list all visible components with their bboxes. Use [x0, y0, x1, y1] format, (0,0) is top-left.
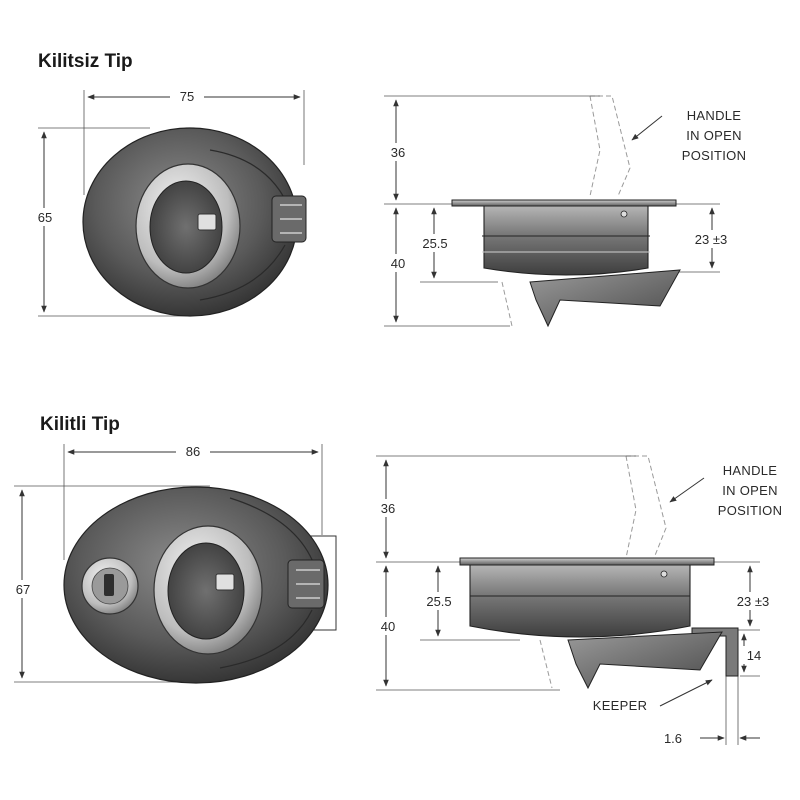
height-value: 65: [38, 210, 52, 225]
locked-open-height-value: 36: [381, 501, 395, 516]
open-note-line3: POSITION: [682, 148, 747, 163]
handle-cup: [149, 180, 223, 274]
keeper-height-value: 14: [747, 648, 761, 663]
trigger-button: [197, 213, 217, 231]
unlocked-top-view: Kilitsiz Tip 75 65: [34, 51, 307, 317]
locked-side-view: 36 40 25.5 23 ±3 14 1.6: [374, 455, 783, 746]
locked-open-note-line3: POSITION: [718, 503, 783, 518]
locked-title: Kilitli Tip: [40, 414, 120, 435]
locked-side-body: [469, 564, 691, 638]
keeper-thickness-value: 1.6: [664, 731, 682, 746]
locked-height-value: 67: [16, 582, 30, 597]
unlocked-side-view: 36 40 25.5 23 ±3 HANDLE IN OPEN POSITION: [384, 95, 747, 328]
key-slot: [104, 574, 114, 596]
locked-width-value: 86: [186, 444, 200, 459]
locked-depth-value: 25.5: [426, 594, 451, 609]
open-note-line2: IN OPEN: [686, 128, 742, 143]
locked-open-note-line1: HANDLE: [723, 463, 778, 478]
side-body: [483, 205, 649, 276]
locked-body-height-value: 40: [381, 619, 395, 634]
width-value: 75: [180, 89, 194, 104]
open-height-value: 36: [391, 145, 405, 160]
depth-value: 25.5: [422, 236, 447, 251]
unlocked-title: Kilitsiz Tip: [38, 51, 133, 72]
locked-flange: [459, 557, 715, 566]
range-value: 23 ±3: [695, 232, 727, 247]
locked-latch-tongue: [567, 631, 723, 690]
open-note-line1: HANDLE: [687, 108, 742, 123]
body-height-value: 40: [391, 256, 405, 271]
locked-open-note-line2: IN OPEN: [722, 483, 778, 498]
latch-tongue: [529, 269, 681, 328]
keeper-label: KEEPER: [593, 698, 648, 713]
locked-range-value: 23 ±3: [737, 594, 769, 609]
flange: [451, 199, 677, 207]
locked-top-view: Kilitli Tip 86 67: [10, 414, 337, 684]
locked-handle-cup: [167, 542, 245, 640]
locked-trigger-button: [215, 573, 235, 591]
